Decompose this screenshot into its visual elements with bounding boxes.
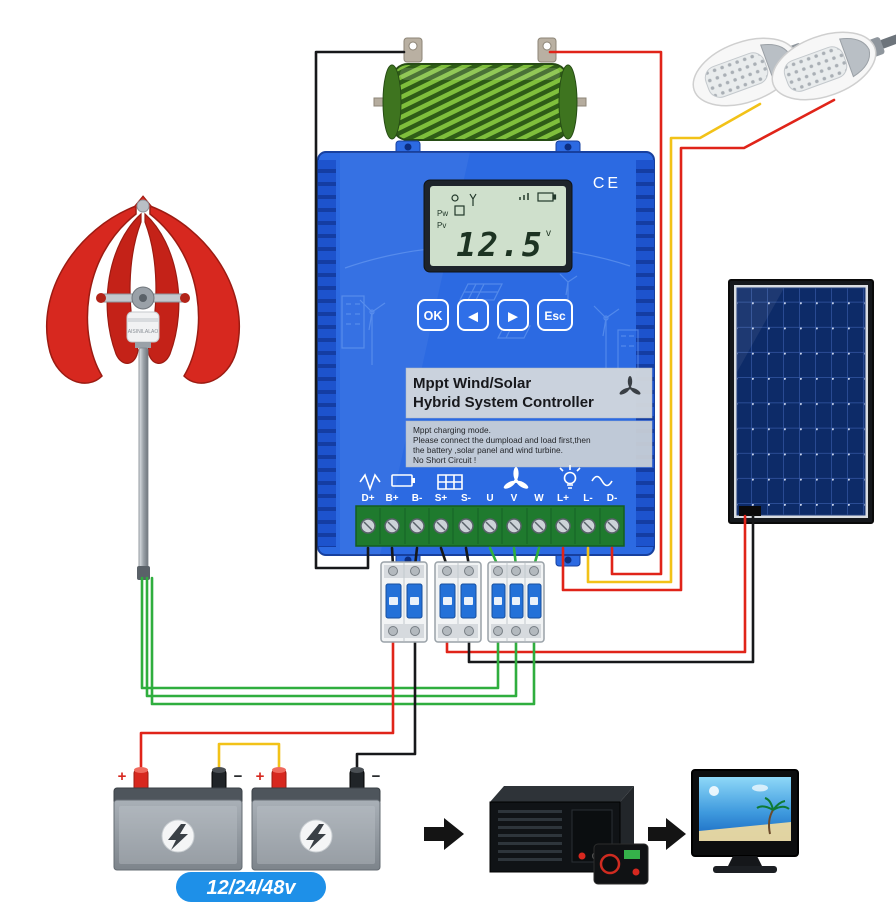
led-lamp-icon xyxy=(692,37,829,107)
left-arrow-button xyxy=(457,299,489,331)
tv xyxy=(691,769,799,873)
terminal-labels: D+ B+ B- S+ S- U V W L+ L- D- xyxy=(361,493,617,504)
lcd-display: Pw Pv 12.5 v xyxy=(423,179,573,273)
battery-plus-label: + xyxy=(256,768,265,785)
terminal-label: S- xyxy=(461,493,471,504)
battery-bolt-icon xyxy=(168,824,188,850)
right-arrow-icon: ▶ xyxy=(508,309,518,324)
mppt-controller: Pw Pv 12.5 v CE OK ◀ ▶ Esc Mppt Wind/Sol… xyxy=(317,140,655,567)
left-arrow-icon: ◀ xyxy=(468,309,478,324)
right-arrow-button xyxy=(497,299,529,331)
sine-wave-icon xyxy=(591,475,613,487)
inverter-vents xyxy=(498,810,562,861)
controller-title-line2: Hybrid System Controller xyxy=(413,394,594,411)
lcd-pw-label: Pw xyxy=(437,209,448,218)
terminal-block xyxy=(355,505,625,547)
terminal-label: B- xyxy=(412,493,423,504)
controller-buttons: OK ◀ ▶ Esc xyxy=(417,299,573,331)
circuit-breaker xyxy=(487,561,545,643)
dump-load-resistor-icon xyxy=(373,37,587,141)
terminal-label: L+ xyxy=(557,493,569,504)
wire-turbine-green-2 xyxy=(145,576,518,698)
battery: + − xyxy=(113,767,243,871)
wire-battery-jumper-yellow xyxy=(217,742,281,780)
battery: + − xyxy=(251,767,381,871)
battery-minus-label: − xyxy=(372,768,381,785)
wire-turbine-green-3 xyxy=(150,576,536,706)
battery-plus-label: + xyxy=(118,768,127,785)
dump-load-icon xyxy=(359,473,381,492)
solar-panel xyxy=(728,279,874,524)
terminal-icons-row xyxy=(359,465,613,492)
lcd-wind-icon xyxy=(469,193,477,206)
wind-turbine-icon: AISINILALAO xyxy=(45,195,241,580)
lcd-unit: v xyxy=(546,228,551,239)
wire-battery-red xyxy=(139,628,395,780)
wire-lamp-red xyxy=(561,98,836,592)
ce-mark: CE xyxy=(593,175,621,192)
wind-fan-icon xyxy=(503,467,529,489)
battery-bolt-icon xyxy=(306,824,326,850)
lcd-pv-label: Pv xyxy=(437,221,446,230)
voltage-badge-label: 12/24/48v xyxy=(207,877,298,899)
circuit-breaker xyxy=(434,561,482,643)
heatsink-right xyxy=(636,160,654,547)
led-lamp-icon xyxy=(771,31,896,101)
voltage-badge: 12/24/48v xyxy=(176,872,326,902)
lcd-value: 12.5 xyxy=(456,225,543,264)
lcd-bars-icon xyxy=(519,193,529,200)
notice-line4: No Short Circuit ! xyxy=(413,455,476,465)
wire-battery-black xyxy=(355,628,417,780)
esc-button xyxy=(537,299,573,331)
turbine-motor: AISINILALAO xyxy=(126,311,160,343)
lcd-mode-icon xyxy=(454,205,465,216)
lcd-sun-icon xyxy=(451,194,459,202)
notice-line1: Mppt charging mode. xyxy=(413,425,491,435)
terminal-label: D+ xyxy=(361,493,374,504)
ok-button xyxy=(417,299,449,331)
battery-minus-label: − xyxy=(234,768,243,785)
fan-logo-icon xyxy=(619,376,641,395)
wire-terminal-stubs-black xyxy=(390,546,471,568)
inverter-remote-meter xyxy=(593,843,649,885)
terminal-label: B+ xyxy=(385,493,398,504)
terminal-label: W xyxy=(534,493,544,504)
terminal-label: U xyxy=(486,493,493,504)
solar-panel-icon xyxy=(437,474,463,490)
title-sticker: Mppt Wind/Solar Hybrid System Controller xyxy=(405,367,653,419)
palm-tree-icon xyxy=(756,797,790,811)
bulb-icon xyxy=(559,465,581,489)
wire-dumpload-black xyxy=(314,50,406,570)
wire-turbine-green-1 xyxy=(140,576,500,690)
terminal-label: V xyxy=(511,493,518,504)
arrow-right-icon xyxy=(424,818,464,850)
esc-button-label: Esc xyxy=(544,309,566,323)
terminal-label: L- xyxy=(583,493,592,504)
turbine-pole xyxy=(138,347,149,579)
notice-sticker: Mppt charging mode. Please connect the d… xyxy=(405,420,653,468)
inverter xyxy=(489,786,649,885)
wire-lamp-yellow xyxy=(586,102,762,584)
wire-solar-black xyxy=(467,514,755,664)
wire-dumpload-red xyxy=(548,50,663,576)
terminal-label: D- xyxy=(607,493,618,504)
circuit-breaker xyxy=(380,561,428,643)
notice-line3: the battery ,solar panel and wind turbin… xyxy=(413,445,563,455)
arrow-right-icon xyxy=(648,818,686,850)
notice-line2: Please connect the dumpload and load fir… xyxy=(413,435,591,445)
terminal-label: S+ xyxy=(435,493,448,504)
controller-title-line1: Mppt Wind/Solar xyxy=(413,375,531,392)
turbine-brand-label: AISINILALAO xyxy=(128,329,159,335)
heatsink-left xyxy=(318,160,336,547)
ok-button-label: OK xyxy=(424,309,443,323)
